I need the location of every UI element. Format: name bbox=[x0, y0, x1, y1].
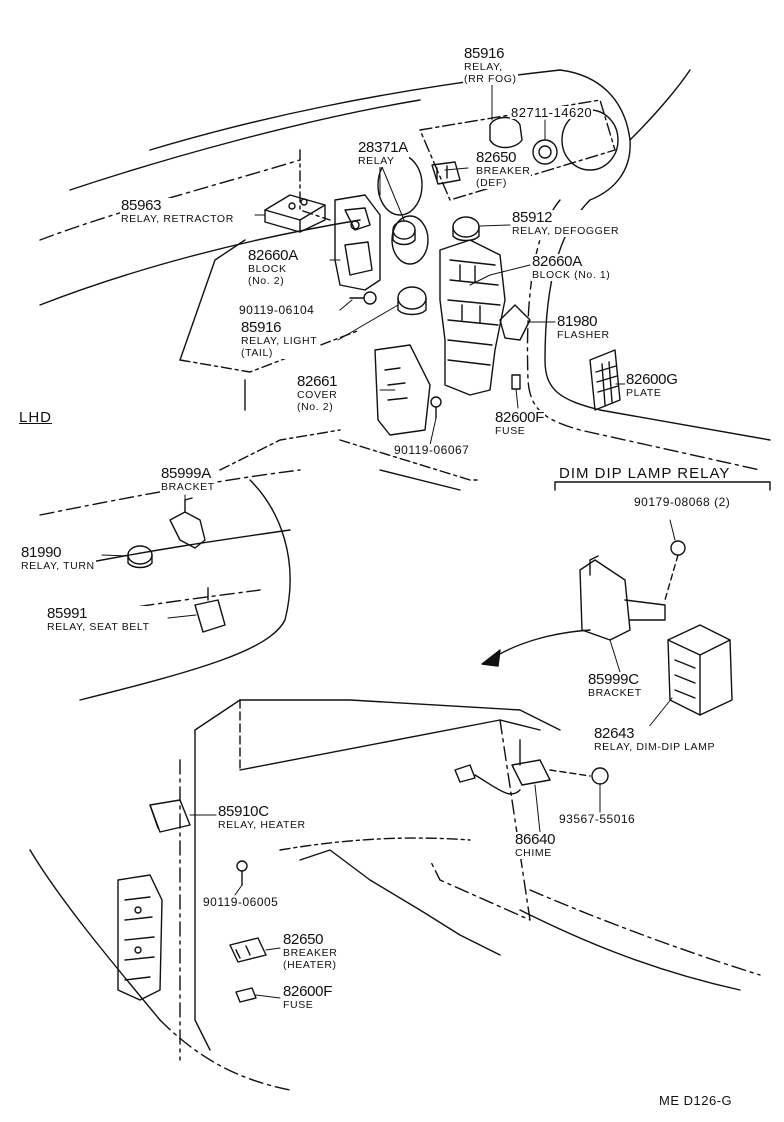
callout-82650-def[interactable]: 82650 BREAKER(DEF) bbox=[475, 149, 532, 189]
callout-82643[interactable]: 82643 RELAY, DIM-DIP LAMP bbox=[593, 725, 717, 753]
callout-81980[interactable]: 81980 FLASHER bbox=[556, 314, 611, 341]
part-description: COVER(No. 2) bbox=[297, 389, 338, 413]
lhd-label: LHD bbox=[18, 409, 54, 426]
part-number: 90119-06005 bbox=[203, 895, 279, 909]
dashboard-outline bbox=[39, 69, 771, 491]
callout-90119-06104[interactable]: 90119-06104 bbox=[238, 303, 316, 317]
callout-85999c[interactable]: 85999C BRACKET bbox=[587, 672, 643, 699]
part-number: 82660A bbox=[248, 247, 298, 264]
leader-lines bbox=[101, 77, 676, 999]
part-description: BRACKET bbox=[161, 481, 215, 493]
dim-dip-section bbox=[481, 481, 771, 716]
part-description: RELAY, DIM-DIP LAMP bbox=[594, 741, 716, 753]
callout-85963[interactable]: 85963 RELAY, RETRACTOR bbox=[120, 198, 235, 225]
part-number: 90179-08068 (2) bbox=[634, 495, 731, 509]
part-number: 82660A bbox=[532, 253, 582, 270]
callout-82600f-bottom[interactable]: 82600F FUSE bbox=[282, 983, 334, 1011]
part-number: 90119-06104 bbox=[239, 303, 315, 317]
callout-85916-rr-fog[interactable]: 85916 RELAY,(RR FOG) bbox=[463, 46, 518, 85]
part-number: 86640 bbox=[515, 831, 556, 848]
callout-82711-14620[interactable]: 82711-14620 bbox=[510, 105, 594, 120]
part-description: PLATE bbox=[626, 387, 662, 399]
part-number: 90119-06067 bbox=[394, 443, 470, 457]
part-number: 82650 bbox=[283, 931, 324, 948]
part-description: RELAY, LIGHT(TAIL) bbox=[241, 335, 318, 359]
part-number: 85916 bbox=[241, 319, 282, 336]
callout-82660a-block-no2[interactable]: 82660A BLOCK(No. 2) bbox=[247, 248, 299, 287]
callout-82600g[interactable]: 82600G PLATE bbox=[625, 372, 679, 399]
part-description: BREAKER(HEATER) bbox=[283, 947, 338, 971]
part-description: RELAY, SEAT BELT bbox=[47, 621, 150, 633]
callout-82650-heater[interactable]: 82650 BREAKER(HEATER) bbox=[282, 931, 339, 971]
part-description: BRACKET bbox=[588, 687, 642, 699]
part-description: RELAY, HEATER bbox=[218, 819, 306, 831]
part-description: RELAY, TURN bbox=[21, 560, 95, 572]
part-number: 82650 bbox=[476, 149, 517, 166]
part-description: BLOCK (No. 1) bbox=[532, 269, 611, 281]
part-number: 82711-14620 bbox=[511, 105, 593, 120]
callout-82661[interactable]: 82661 COVER(No. 2) bbox=[296, 373, 339, 413]
part-number: 81990 bbox=[21, 544, 62, 561]
part-number: 93567-55016 bbox=[559, 812, 636, 826]
callout-85912[interactable]: 85912 RELAY, DEFOGGER bbox=[511, 209, 621, 237]
callout-90179-08068[interactable]: 90179-08068 (2) bbox=[633, 495, 732, 509]
callout-86640[interactable]: 86640 CHIME bbox=[514, 831, 557, 859]
part-number: 85991 bbox=[47, 605, 88, 622]
part-description: FLASHER bbox=[557, 329, 610, 341]
callout-90119-06005[interactable]: 90119-06005 bbox=[202, 895, 280, 909]
part-number: 82600F bbox=[283, 983, 333, 1000]
part-number: 82600G bbox=[626, 371, 678, 388]
callout-82660a-block-no1[interactable]: 82660A BLOCK (No. 1) bbox=[531, 253, 612, 281]
upper-components bbox=[264, 116, 621, 436]
part-number: 82600F bbox=[495, 409, 545, 426]
part-description: FUSE bbox=[283, 999, 314, 1011]
part-number: 81980 bbox=[557, 313, 598, 330]
callout-82600f-top[interactable]: 82600F FUSE bbox=[494, 409, 546, 437]
callout-85916-light-tail[interactable]: 85916 RELAY, LIGHT(TAIL) bbox=[240, 319, 319, 359]
part-number: 85999A bbox=[161, 465, 211, 482]
part-number: 28371A bbox=[358, 139, 408, 156]
part-number: 85916 bbox=[464, 45, 505, 62]
part-description: RELAY, RETRACTOR bbox=[121, 213, 234, 225]
part-description: BLOCK(No. 2) bbox=[248, 263, 287, 287]
lower-section bbox=[29, 699, 761, 1091]
part-number: 82661 bbox=[297, 373, 338, 390]
part-number: 85999C bbox=[588, 671, 639, 688]
part-number: 85910C bbox=[218, 803, 269, 820]
diagram-code: ME D126-G bbox=[658, 1093, 734, 1108]
part-number: 85963 bbox=[121, 197, 162, 214]
part-description: CHIME bbox=[515, 847, 552, 859]
dim-dip-lamp-relay-heading: DIM DIP LAMP RELAY bbox=[558, 465, 732, 482]
callout-93567-55016[interactable]: 93567-55016 bbox=[558, 812, 637, 826]
part-description: RELAY bbox=[358, 155, 395, 167]
callout-85999a[interactable]: 85999A BRACKET bbox=[160, 466, 216, 493]
part-description: BREAKER(DEF) bbox=[476, 165, 531, 189]
part-description: FUSE bbox=[495, 425, 526, 437]
callout-85991[interactable]: 85991 RELAY, SEAT BELT bbox=[46, 606, 151, 633]
callout-85910c[interactable]: 85910C RELAY, HEATER bbox=[217, 804, 307, 831]
callout-90119-06067[interactable]: 90119-06067 bbox=[393, 443, 471, 457]
callout-81990[interactable]: 81990 RELAY, TURN bbox=[20, 545, 96, 572]
part-description: RELAY,(RR FOG) bbox=[464, 61, 517, 85]
part-description: RELAY, DEFOGGER bbox=[512, 225, 620, 237]
part-number: 82643 bbox=[594, 725, 635, 742]
part-number: 85912 bbox=[512, 209, 553, 226]
callout-28371a[interactable]: 28371A RELAY bbox=[357, 140, 409, 167]
